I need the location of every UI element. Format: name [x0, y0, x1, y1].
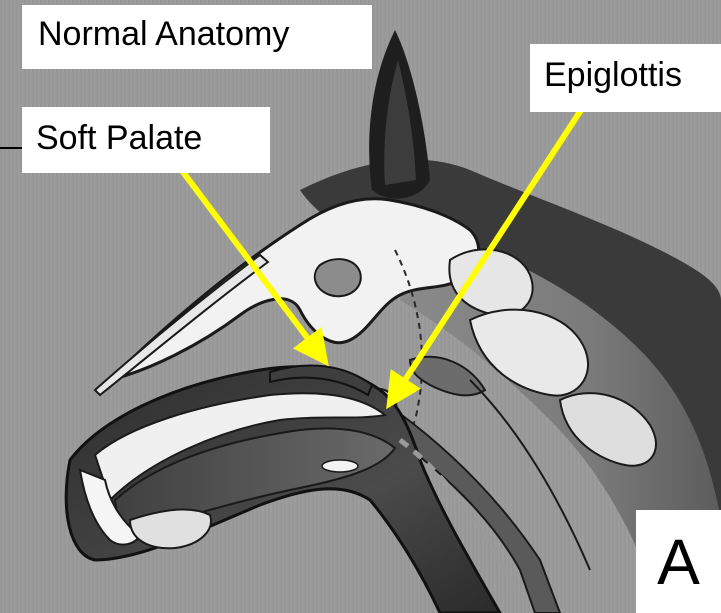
divider-line — [0, 147, 24, 149]
diagram-title: Normal Anatomy — [22, 5, 372, 69]
skull-sinus — [315, 259, 361, 296]
panel-letter: A — [636, 510, 721, 613]
soft-palate-label: Soft Palate — [22, 107, 270, 173]
mandible-foramen — [322, 460, 358, 472]
epiglottis-label: Epiglottis — [530, 44, 721, 112]
